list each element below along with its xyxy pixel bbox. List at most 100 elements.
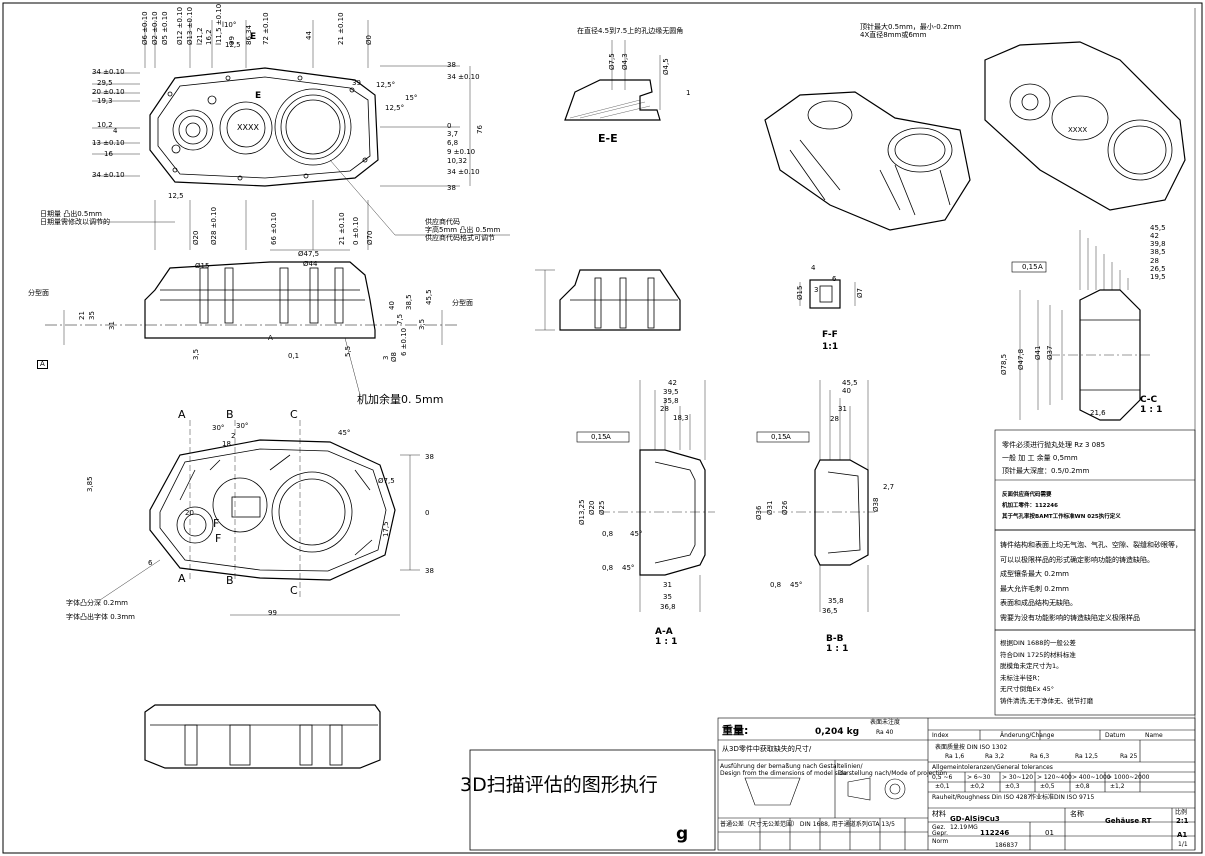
plan-dim-3: 2 xyxy=(231,432,236,440)
plan-dim-10: 20 xyxy=(185,509,194,517)
plan-dim-6: Ø7,5 xyxy=(378,477,395,485)
plan-dim-5: 45° xyxy=(338,429,351,437)
aa-dim-13: 31 xyxy=(663,581,672,589)
cc-dim-3: 39,8 xyxy=(1150,240,1166,248)
dim-bottom-7: Ø70 xyxy=(366,230,374,245)
index-header: Index xyxy=(932,732,949,739)
section-mark-f-top: F xyxy=(213,517,220,530)
tol-value-4: ±0,5 xyxy=(1040,783,1055,790)
cc-dim-7: 19,5 xyxy=(1150,273,1166,281)
tolerance-note-5: 无尺寸倒角Ex 45° xyxy=(1000,685,1055,693)
front-dim-2: Ø47,5 xyxy=(298,250,320,258)
tolerance-note-2: 符合DIN 1725的材料标准 xyxy=(1000,650,1076,659)
section-mark-a-bottom: A xyxy=(178,572,186,585)
title-block xyxy=(717,717,1196,851)
cc-datum: A xyxy=(1038,263,1043,271)
casting-note-5: 表面和成品结构无缺陷。 xyxy=(1000,599,1077,607)
surface-ra: Ra 40 xyxy=(876,729,894,736)
front-dim-14: 31 xyxy=(108,321,116,330)
dim-bottom-2: Ø20 xyxy=(192,230,200,245)
plan-dim-7: 38 xyxy=(425,453,434,461)
dim-bottom-6: 0 ±0.10 xyxy=(352,216,360,245)
iso-note-1: 顶针最大0.5mm，最小-0.2mm xyxy=(860,23,962,31)
weight-label: 重量: xyxy=(722,724,749,737)
cc-dim-5: 28 xyxy=(1150,257,1159,265)
tol-range-2: > 6~30 xyxy=(967,774,991,781)
material-label: 材料 xyxy=(932,810,946,818)
dim-left-1: 34 ±0.10 xyxy=(92,68,125,76)
req-line-4: 反面供应商代码需要 xyxy=(1002,492,1052,498)
dim-top-14: 44 xyxy=(305,31,313,40)
ee-dim-1: Ø7,5 xyxy=(608,53,616,70)
cc-dim-8: Ø78,5 xyxy=(1000,353,1008,375)
front-dim-10: 3 xyxy=(382,355,390,360)
parting-plane-left: 分型面 xyxy=(28,289,49,297)
section-aa xyxy=(576,380,715,612)
tolerance-note-1: 根据DIN 1688的一般公差 xyxy=(1000,639,1076,647)
ref-number: 186837 xyxy=(995,842,1018,849)
dim-right-10: 76 xyxy=(476,125,484,134)
req-line-2: 一般 加 工 余量 0,5mm xyxy=(1002,454,1078,462)
bb-dim-5: Ø36 xyxy=(755,505,763,520)
aa-datum: A xyxy=(606,433,611,441)
front-dim-1: Ø15 xyxy=(195,262,210,270)
dim-bottom-5: 21 ±0.10 xyxy=(338,212,346,245)
plan-dim-1: 30° xyxy=(212,424,225,432)
ee-dim-3: Ø4,5 xyxy=(662,58,670,75)
req-line-5: 机加工零件：112246 xyxy=(1002,503,1058,509)
aa-dim-1: 42 xyxy=(668,379,677,387)
cc-dim-2: 42 xyxy=(1150,232,1159,240)
drawing-index: 01 xyxy=(1045,829,1054,837)
aa-dim-4: 28 xyxy=(660,405,669,413)
caption-frame xyxy=(469,749,716,851)
bb-dim-11: 45° xyxy=(790,581,803,589)
tol-range-6: > 1000~2000 xyxy=(1107,774,1150,781)
ausf-note-1: Ausführung der bemaßung nach Gestaltelin… xyxy=(720,763,863,770)
front-dim-17: 6 ±0.10 xyxy=(400,327,408,356)
date-note-1: 日期量 凸出0.5mm xyxy=(40,210,102,218)
front-dim-11: Ø8 xyxy=(390,352,398,362)
work-standard-note: 作业标准DIN ISO 9715 xyxy=(1030,794,1095,801)
section-mark-b-top: B xyxy=(226,408,234,421)
bb-title: B-B xyxy=(826,634,844,644)
tol-value-6: ±1,2 xyxy=(1110,783,1125,790)
front-dim-13: 35 xyxy=(88,311,96,320)
iso-view-right xyxy=(984,41,1186,211)
ff-dim-5: 6 xyxy=(832,275,837,283)
datum-a-mid: A xyxy=(268,334,273,342)
drawn-date: 12.19 xyxy=(950,824,968,831)
dim-top-3: Ø5 ±0.10 xyxy=(161,11,169,45)
section-mark-f-bottom: F xyxy=(215,532,222,545)
lettering-note-1: 字体凸分深 0.2mm xyxy=(66,599,128,607)
requirements-box xyxy=(994,429,1196,716)
plan-dim-12: 17,5 xyxy=(382,521,390,537)
ff-dim-2: 3 xyxy=(814,286,819,294)
tol-range-4: > 120~400 xyxy=(1037,774,1072,781)
casting-note-2: 可以以极限样品的形式确定影响功能的铸造缺陷。 xyxy=(1000,555,1154,564)
cc-dim-4: 38,5 xyxy=(1150,248,1166,256)
plan-dim-4: 18 xyxy=(222,440,231,448)
bb-dim-7: Ø26 xyxy=(781,500,789,515)
datum-a-left: A xyxy=(37,360,48,369)
cc-tol: 0,15 xyxy=(1022,263,1038,271)
bb-datum: A xyxy=(786,433,791,441)
dim-top-9: l10° xyxy=(222,21,237,29)
section-mark-c-top: C xyxy=(290,408,298,421)
front-dim-16: 0,1 xyxy=(288,352,300,360)
dim-angle-3: 15° xyxy=(405,94,418,102)
ff-scale: 1:1 xyxy=(822,342,839,352)
change-header: Änderung/Change xyxy=(1000,732,1055,739)
ff-dim-1: 4 xyxy=(811,264,816,272)
dim-right-9: 38 xyxy=(447,184,456,192)
date-header: Datum xyxy=(1105,732,1126,739)
aa-dim-7: Ø20 xyxy=(588,500,596,515)
drawing-number: 112246 xyxy=(980,829,1010,837)
tolerance-note-3: 脱模角未定尺寸为1。 xyxy=(1000,662,1063,670)
projection-mode: Darstellung nach/Mode of projection xyxy=(838,770,948,777)
supplier-note-1: 供应商代码 xyxy=(425,218,460,226)
section-cc xyxy=(1011,230,1150,421)
dim-bottom-4: 66 ±0.10 xyxy=(270,212,278,245)
dim-bottom-3: Ø28 ±0.10 xyxy=(210,206,218,245)
lettering-note-2: 字体凸出字体 0.3mm xyxy=(66,613,135,621)
dim-right-4: 3,7 xyxy=(447,130,459,138)
